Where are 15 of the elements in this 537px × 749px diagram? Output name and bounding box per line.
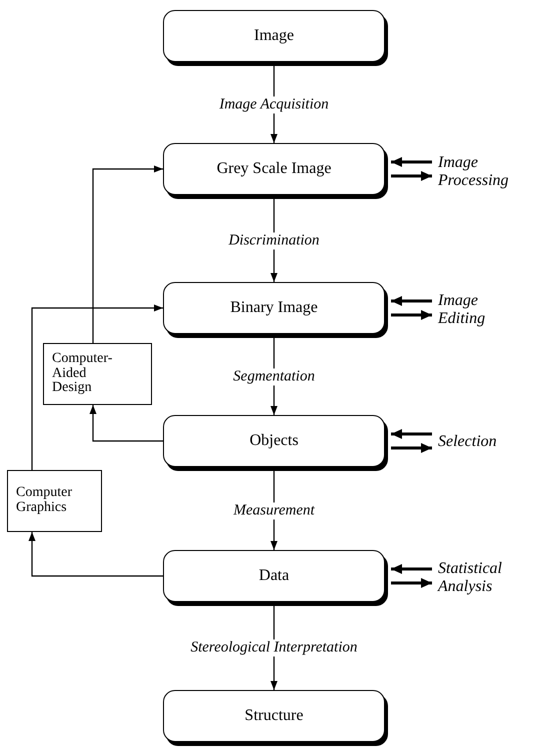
side-box — [7, 470, 102, 532]
side-box — [43, 343, 152, 405]
process-label: Statistical Analysis — [438, 560, 503, 596]
box-label: Data — [258, 567, 290, 585]
box-label: Structure — [244, 707, 304, 725]
box-label: Objects — [250, 432, 298, 450]
process-label: Selection — [438, 433, 497, 451]
box-label: Binary Image — [230, 299, 318, 317]
process-label: Image Processing — [438, 154, 510, 190]
process-label: Image Editing — [438, 292, 486, 328]
box-label: Computer Graphics — [16, 486, 73, 516]
edge-label: Measurement — [230, 502, 318, 519]
box-label: Image — [254, 27, 294, 45]
box-label: Grey Scale Image — [216, 160, 332, 178]
box-label: Computer-Aided Design — [52, 352, 114, 396]
